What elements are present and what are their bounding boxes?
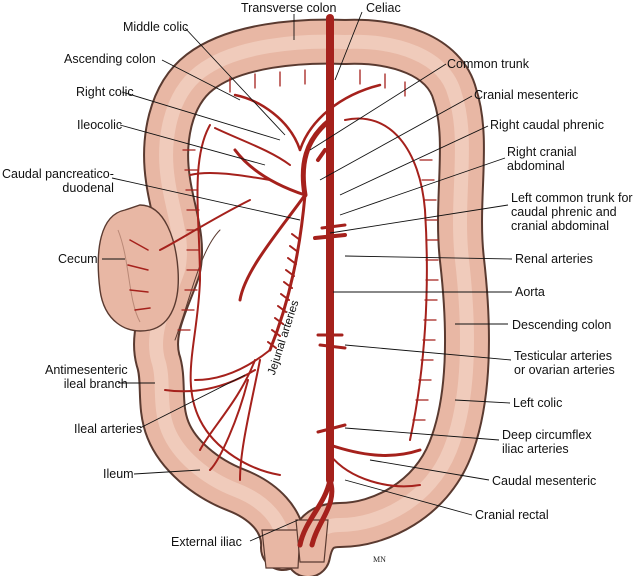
- label-ascending-colon: Ascending colon: [64, 52, 156, 66]
- label-right-colic: Right colic: [76, 85, 134, 99]
- label-transverse-colon: Transverse colon: [241, 1, 337, 15]
- label-aorta: Aorta: [515, 285, 545, 299]
- arteries: [127, 14, 439, 548]
- label-external-iliac: External iliac: [171, 535, 242, 549]
- leader-lines: [102, 11, 513, 542]
- label-ileal-arteries: Ileal arteries: [74, 422, 143, 436]
- label-left-common-trunk: Left common trunk for caudal phrenic and…: [511, 191, 633, 233]
- label-caudal-pancreaticoduodenal: Caudal pancreatico- duodenal: [2, 167, 114, 195]
- label-testicular-arteries: Testicular arteries or ovarian arteries: [514, 349, 615, 377]
- label-right-cranial-abdominal: Right cranial abdominal: [507, 145, 577, 173]
- label-deep-circumflex-iliac: Deep circumflex iliac arteries: [502, 428, 592, 456]
- label-cranial-mesenteric: Cranial mesenteric: [474, 88, 579, 102]
- label-cranial-rectal: Cranial rectal: [475, 508, 549, 522]
- label-left-colic: Left colic: [513, 396, 563, 410]
- artist-signature: MN: [373, 555, 386, 564]
- label-celiac: Celiac: [366, 1, 401, 15]
- label-common-trunk: Common trunk: [447, 57, 529, 71]
- label-renal-arteries: Renal arteries: [515, 252, 593, 266]
- label-caudal-mesenteric: Caudal mesenteric: [492, 474, 597, 488]
- label-ileum: Ileum: [103, 467, 134, 481]
- label-ileocolic: Ileocolic: [77, 118, 123, 132]
- label-cecum: Cecum: [58, 252, 98, 266]
- intestine: [133, 18, 490, 576]
- label-antimesenteric-ileal-branch: Antimesenteric ileal branch: [45, 363, 128, 391]
- label-middle-colic: Middle colic: [123, 20, 189, 34]
- label-right-caudal-phrenic: Right caudal phrenic: [490, 118, 604, 132]
- label-descending-colon: Descending colon: [512, 318, 612, 332]
